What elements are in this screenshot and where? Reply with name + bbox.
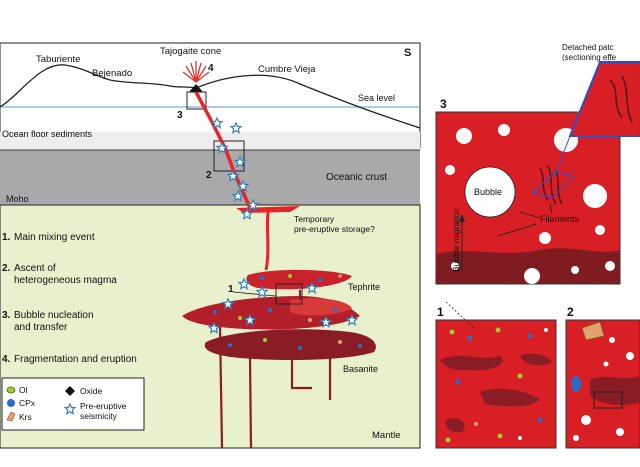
step-4-num: 4.: [2, 354, 11, 365]
stage-number-3: 3: [177, 110, 183, 121]
deep-feeders: [218, 290, 332, 449]
oceanic-crust-layer: [0, 150, 420, 205]
stage-number-2: 2: [206, 170, 212, 181]
label-storage-2: pre-eruptive storage?: [294, 224, 375, 234]
label-sea-level: Sea level: [358, 93, 395, 103]
step-3-line1: Bubble nucleation: [14, 310, 94, 321]
migration-label: Bubble migration: [451, 208, 461, 272]
panel2-zoom-box: [593, 391, 623, 409]
legend-cpx: CPx: [19, 398, 36, 408]
stage-number-1: 1: [228, 284, 234, 295]
step-4-line1: Fragmentation and eruption: [14, 354, 137, 365]
legend-box: [1, 377, 145, 431]
eruption-plume: [182, 61, 210, 83]
step-1-num: 1.: [2, 232, 11, 243]
label-basanite: Basanite: [343, 364, 378, 374]
large-bubble: [464, 166, 516, 218]
ocean-floor-layer: [0, 132, 420, 150]
crystal-dots: [212, 274, 363, 351]
kaersutite-icon: [6, 411, 16, 422]
legend: Ol CPx Krs Oxide Pre-eruptive seismicity: [1, 377, 145, 431]
label-tephrite: Tephrite: [348, 282, 380, 292]
filaments-label: Filaments: [540, 214, 580, 224]
label-mantle: Mantle: [372, 430, 401, 441]
step-2-line2: heterogeneous magma: [14, 275, 117, 286]
panel1-number: 1: [437, 305, 444, 319]
panel2-number: 2: [567, 305, 574, 319]
steps-list: 1. Main mixing event 2. Ascent of hetero…: [2, 232, 137, 365]
label-ocean-floor: Ocean floor sediments: [2, 129, 93, 139]
step-3-num: 3.: [2, 310, 11, 321]
label-oceanic-crust: Oceanic crust: [326, 172, 387, 183]
oxide-icon: [65, 386, 75, 396]
filaments: [539, 165, 563, 205]
detached-label-2: (sectioning effe: [562, 53, 617, 62]
label-taburiente: Taburiente: [36, 54, 80, 65]
legend-krs: Krs: [19, 412, 32, 422]
legend-ol: Ol: [19, 385, 28, 395]
detached-patch-inset: [568, 61, 640, 137]
island-profile: [0, 64, 421, 129]
basanite-reservoir: [204, 329, 376, 360]
label-moho: Moho: [6, 194, 29, 204]
section-plane: [531, 171, 576, 199]
panel3-dark-melt: [436, 248, 620, 284]
left-panel: S Taburiente Bejenado Tajogaite cone Cum…: [0, 42, 421, 449]
panel2-bubbles: [573, 337, 634, 441]
stage2-box: [213, 140, 245, 172]
right-panel: 3 Bubble Filaments: [435, 42, 640, 449]
legend-seismic-2: seismicity: [80, 411, 118, 421]
label-storage-1: Temporary: [294, 214, 335, 224]
label-cumbre-vieja: Cumbre Vieja: [258, 64, 316, 75]
inset-filaments: [609, 75, 633, 123]
stage-number-4: 4: [208, 63, 214, 74]
label-tajogaite: Tajogaite cone: [160, 46, 221, 57]
tephrite-reservoir-upper: [246, 269, 352, 290]
conduit: [194, 91, 252, 209]
olivine-icon: [6, 386, 16, 394]
step-2-num: 2.: [2, 263, 11, 274]
tajogaite-cone: [189, 84, 203, 92]
feeder-dike: [264, 211, 270, 271]
panel3-number: 3: [440, 97, 447, 111]
step-1-line1: Main mixing event: [14, 232, 95, 243]
detached-label-box: [559, 42, 640, 56]
cpx-crystal: [571, 376, 581, 392]
label-bejenado: Bejenado: [92, 68, 132, 79]
step-2-line1: Ascent of: [14, 263, 56, 274]
cpx-icon: [7, 399, 15, 407]
step-3-line2: and transfer: [14, 322, 68, 333]
legend-oxide: Oxide: [80, 386, 102, 396]
panel2-melt: [590, 376, 640, 405]
panel1-crystals: [445, 327, 548, 443]
corner-letter: S: [404, 47, 411, 59]
legend-seismic-1: Pre-eruptive: [80, 401, 127, 411]
kaersutite-crystal: [581, 321, 605, 341]
bubble-label: Bubble: [474, 187, 502, 197]
stage1-box: [275, 283, 303, 305]
detached-label-1: Detached patc: [562, 43, 614, 52]
panel1-melt-patches: [440, 353, 552, 433]
